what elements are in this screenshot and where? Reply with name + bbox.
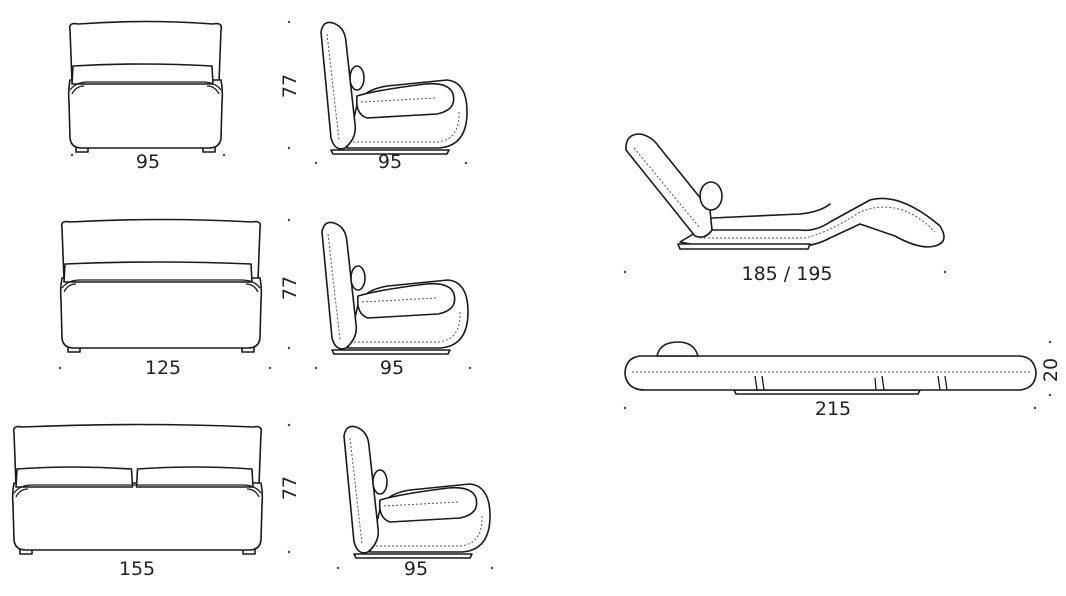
recliner-view [625,133,945,250]
height-label-2: 77 [279,276,301,300]
depth-label-1: 95 [378,151,402,173]
flat-bed-view [624,341,1037,395]
side-view-row-1 [320,21,468,155]
side-view-row-3 [343,425,491,559]
height-label-3: 77 [279,476,301,500]
recliner-length-label: 185 / 195 [741,263,832,285]
side-view-row-2 [321,221,469,355]
front-views [11,20,264,555]
depth-label-3: 95 [404,558,428,580]
front-view-row-1 [67,20,224,153]
flat-bed-length-label: 215 [815,398,851,420]
depth-label-2: 95 [380,357,404,379]
front-width-label-2: 125 [145,357,181,379]
flat-bed-height-label: 20 [1040,358,1062,382]
front-width-label-3: 155 [119,558,155,580]
dimension-dots [58,20,1052,570]
height-label-1: 77 [279,74,301,98]
front-view-row-2 [59,218,263,353]
front-view-row-3 [11,423,264,555]
front-width-label-1: 95 [136,151,160,173]
